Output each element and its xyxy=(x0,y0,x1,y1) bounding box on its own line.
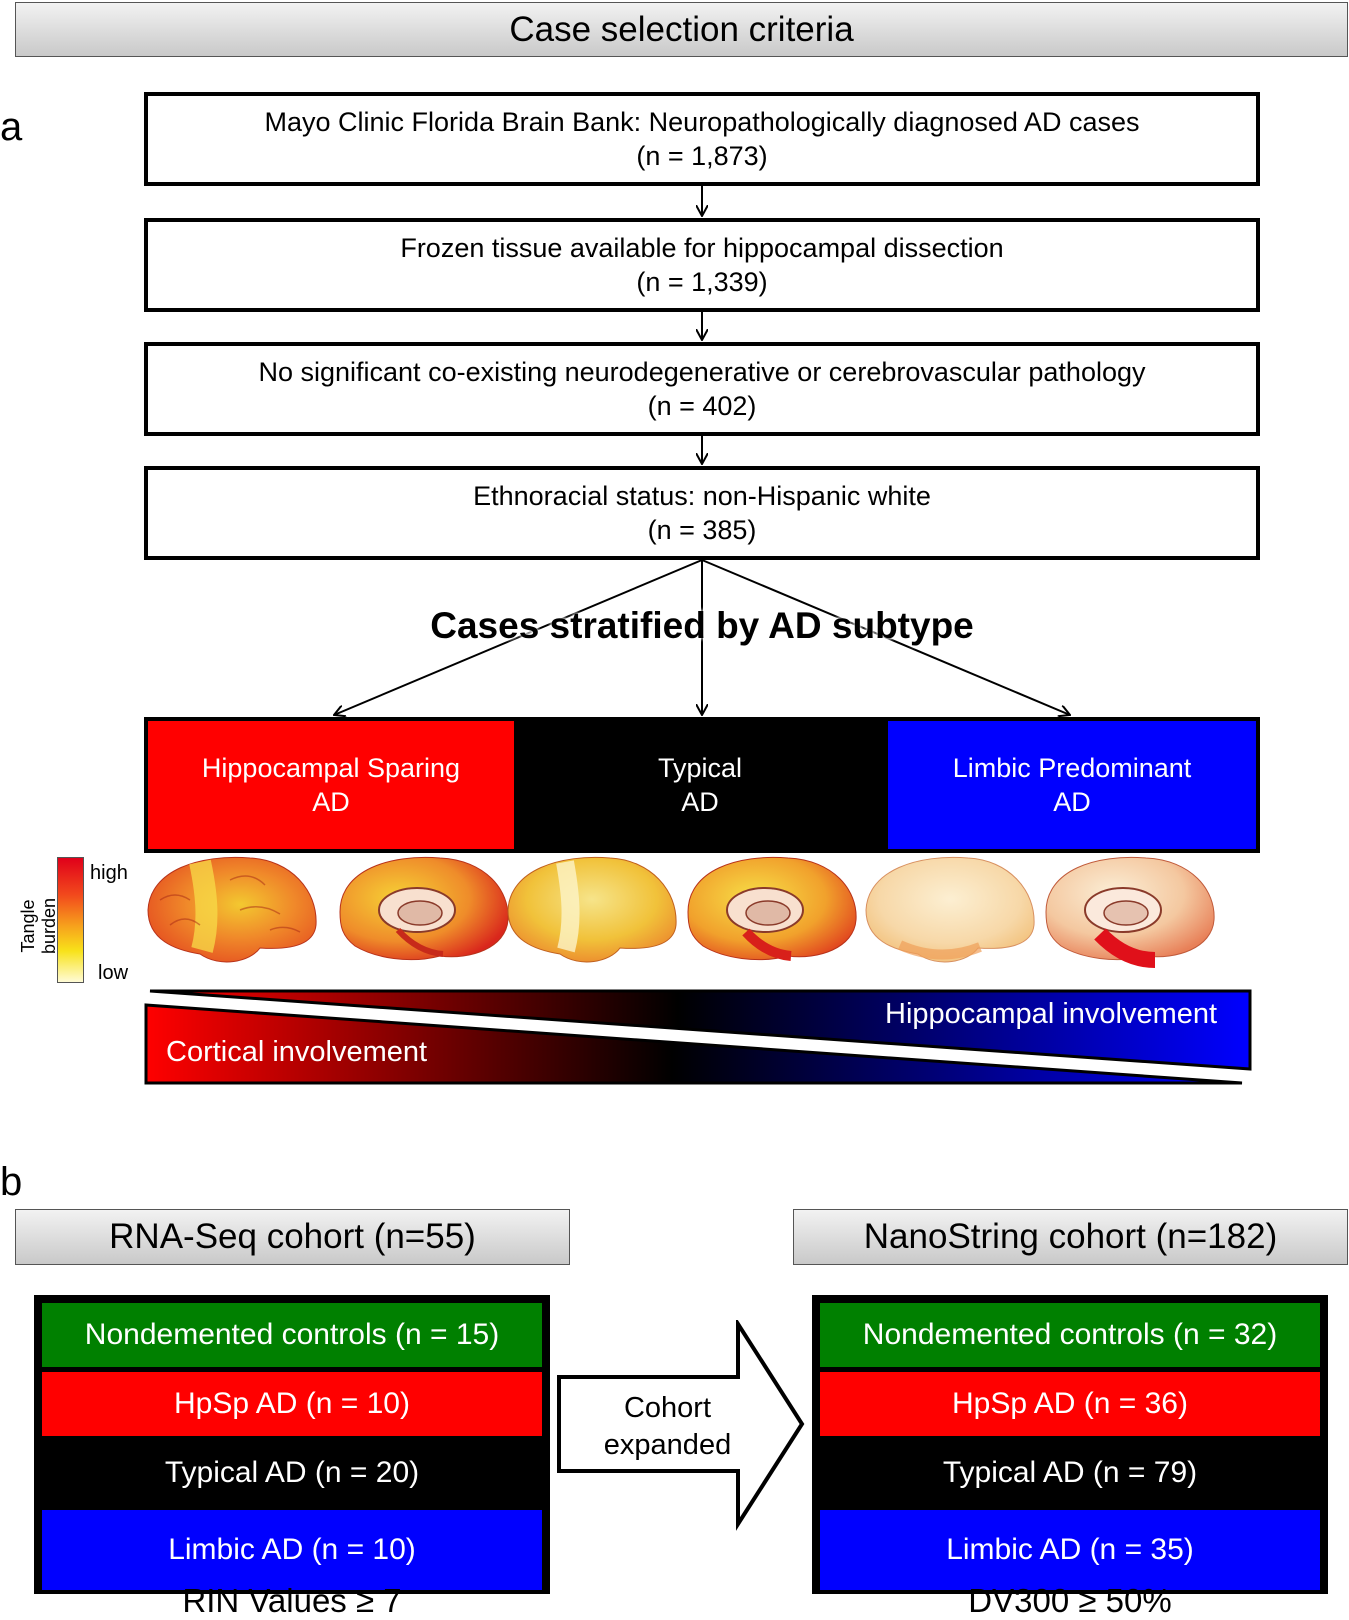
group-typical-ad: Typical AD (n = 79) xyxy=(820,1441,1320,1505)
subtype-label: Typical xyxy=(657,753,743,783)
subtype-label: AD xyxy=(312,787,350,817)
subtype-label: AD xyxy=(1053,787,1091,817)
tangle-burden-legend-title: Tangle burden xyxy=(18,897,59,955)
panel-b-label: b xyxy=(0,1160,23,1204)
group-label: HpSp AD (n = 10) xyxy=(174,1387,410,1420)
tangle-burden-colorbar xyxy=(57,857,84,983)
nanostring-cohort-header: NanoString cohort (n=182) xyxy=(793,1209,1348,1265)
cortical-involvement-wedge xyxy=(144,1003,1243,1085)
rnaseq-cohort-header: RNA-Seq cohort (n=55) xyxy=(15,1209,570,1265)
tangle-burden-low: low xyxy=(98,962,129,984)
brain-medial-hpsp xyxy=(339,856,509,961)
hippocampal-involvement-label: Hippocampal involvement xyxy=(885,998,1218,1030)
group-label: Limbic AD (n = 10) xyxy=(168,1533,416,1566)
group-hpsp-ad: HpSp AD (n = 10) xyxy=(42,1372,542,1436)
group-label: Nondemented controls (n = 15) xyxy=(84,1318,500,1351)
case-selection-title: Case selection criteria xyxy=(509,9,854,49)
arrow-text-line: expanded xyxy=(603,1429,732,1461)
panel-a-label: a xyxy=(0,105,23,149)
subtype-typical: Typical AD xyxy=(514,721,886,849)
group-nondemented-controls: Nondemented controls (n = 15) xyxy=(42,1303,542,1367)
flow-step-count: (n = 385) xyxy=(647,515,757,545)
flow-step-text: Mayo Clinic Florida Brain Bank: Neuropat… xyxy=(264,107,1140,137)
rnaseq-cohort-groups: Nondemented controls (n = 15) HpSp AD (n… xyxy=(34,1295,550,1594)
flow-step-text: No significant co-existing neurodegenera… xyxy=(258,357,1146,387)
flow-connectors xyxy=(0,186,1349,730)
hippocampal-involvement-wedge xyxy=(149,989,1252,1071)
subtype-label: Limbic Predominant xyxy=(952,753,1192,783)
brain-lateral-typical xyxy=(507,856,677,963)
flow-step-count: (n = 402) xyxy=(647,391,757,421)
cohort-title: NanoString cohort (n=182) xyxy=(863,1217,1278,1256)
subtype-bar: Hippocampal Sparing AD Typical AD Limbic… xyxy=(144,717,1260,853)
flow-step-frozen-tissue: Frozen tissue available for hippocampal … xyxy=(144,218,1260,312)
rin-note: RIN Values ≥ 7 xyxy=(182,1582,402,1619)
stratified-title: Cases stratified by AD subtype xyxy=(430,605,974,646)
cohort-title: RNA-Seq cohort (n=55) xyxy=(109,1217,476,1256)
brain-heatmaps xyxy=(147,856,1215,968)
cohort-expanded-text: Cohort expanded xyxy=(580,1390,755,1464)
arrow-text-line: Cohort xyxy=(623,1392,712,1424)
subtype-label: AD xyxy=(681,787,719,817)
group-hpsp-ad: HpSp AD (n = 36) xyxy=(820,1372,1320,1436)
flow-step-count: (n = 1,339) xyxy=(636,267,768,297)
group-typical-ad: Typical AD (n = 20) xyxy=(42,1441,542,1505)
flow-step-text: Ethnoracial status: non-Hispanic white xyxy=(473,481,931,511)
subtype-label: Hippocampal Sparing xyxy=(201,753,461,783)
group-limbic-ad: Limbic AD (n = 35) xyxy=(820,1510,1320,1590)
flow-step-ethnoracial: Ethnoracial status: non-Hispanic white (… xyxy=(144,466,1260,560)
branch-arrow-left xyxy=(334,559,703,715)
involvement-wedges xyxy=(144,989,1252,1085)
cohort-expanded-arrow xyxy=(557,1320,805,1531)
brain-lateral-limbic xyxy=(865,856,1035,963)
subtype-hippocampal-sparing: Hippocampal Sparing AD xyxy=(148,721,514,849)
flow-step-brain-bank: Mayo Clinic Florida Brain Bank: Neuropat… xyxy=(144,92,1260,186)
case-selection-header: Case selection criteria xyxy=(15,2,1348,57)
group-label: Nondemented controls (n = 32) xyxy=(862,1318,1278,1351)
group-label: Limbic AD (n = 35) xyxy=(946,1533,1194,1566)
group-nondemented-controls: Nondemented controls (n = 32) xyxy=(820,1303,1320,1367)
dv300-note: DV300 ≥ 50% xyxy=(968,1582,1172,1619)
subtype-limbic-predominant: Limbic Predominant AD xyxy=(888,721,1256,849)
group-label: HpSp AD (n = 36) xyxy=(952,1387,1188,1420)
group-label: Typical AD (n = 20) xyxy=(164,1456,420,1489)
nanostring-cohort-groups: Nondemented controls (n = 32) HpSp AD (n… xyxy=(812,1295,1328,1594)
branch-arrow-right xyxy=(701,559,1070,715)
flow-step-no-copathology: No significant co-existing neurodegenera… xyxy=(144,342,1260,436)
flow-step-count: (n = 1,873) xyxy=(636,141,768,171)
cortical-involvement-label: Cortical involvement xyxy=(166,1036,428,1068)
brain-medial-typical xyxy=(687,856,857,961)
brain-lateral-hpsp xyxy=(147,856,317,963)
tangle-burden-high: high xyxy=(90,862,128,884)
flow-step-text: Frozen tissue available for hippocampal … xyxy=(400,233,1004,263)
brain-medial-limbic xyxy=(1045,856,1215,968)
group-label: Typical AD (n = 79) xyxy=(942,1456,1198,1489)
group-limbic-ad: Limbic AD (n = 10) xyxy=(42,1510,542,1590)
